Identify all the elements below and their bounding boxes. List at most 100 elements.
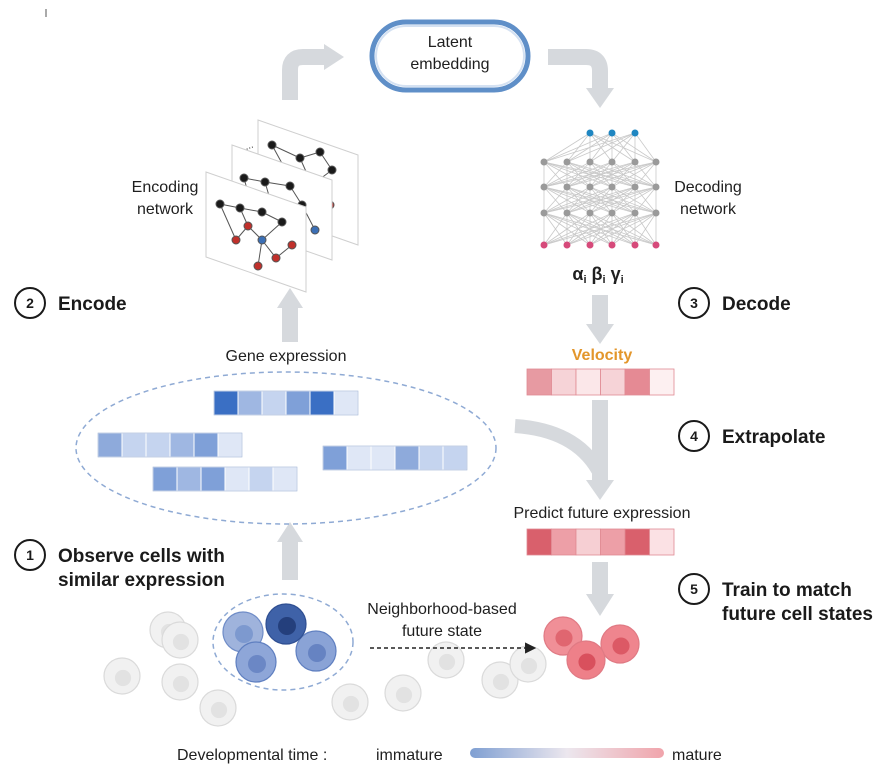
decoder-edge (543, 186, 568, 214)
gamma-subscript: i (621, 274, 624, 286)
step-1-title-line1: Observe cells with (58, 546, 225, 567)
arrowhead-latent (324, 44, 344, 70)
decoder-node (631, 129, 639, 137)
latent-line2: embedding (410, 56, 489, 73)
decoder-edge (543, 161, 636, 188)
cell (295, 630, 337, 672)
decoder-node (631, 209, 639, 217)
timeline-end-label: mature (672, 747, 722, 764)
expression-cell (145, 432, 171, 458)
decoder-edge (634, 161, 657, 188)
decoder-edge (543, 212, 657, 246)
decoder-node (540, 183, 548, 191)
arrow-to-latent (282, 49, 326, 100)
expression-cell (551, 368, 577, 396)
decoder-node (586, 158, 594, 166)
decoding-network: Decoding network (540, 129, 742, 249)
expression-cell (649, 528, 675, 556)
predict-label: Predict future expression (514, 505, 691, 522)
decoder-edge (543, 212, 613, 246)
timeline-start-label: immature (376, 747, 443, 764)
cell (161, 621, 199, 659)
decoding-label-line1: Decoding (674, 179, 742, 196)
cell (427, 641, 465, 679)
expression-cell (394, 445, 420, 471)
decoder-node (586, 129, 594, 137)
expression-cell (442, 445, 468, 471)
expression-cell (213, 390, 239, 416)
expression-cell (169, 432, 195, 458)
gene-expression-label: Gene expression (226, 348, 347, 365)
decoder-edge (589, 132, 636, 163)
gamma-symbol: γ (611, 264, 621, 284)
step-5-train: 5 Train to match future cell states (678, 573, 873, 625)
step-4-title: Extrapolate (722, 427, 825, 448)
decoder-node (540, 209, 548, 217)
velocity-label: Velocity (572, 347, 633, 364)
expression-cell (575, 528, 601, 556)
neighborhood-ellipse (212, 593, 354, 691)
alpha-subscript: i (583, 274, 586, 286)
step-3-title: Decode (722, 294, 791, 315)
cell (331, 683, 369, 721)
step-1-number: 1 (26, 547, 34, 563)
decoder-node (563, 241, 571, 249)
decoder-node (586, 241, 594, 249)
step-3-decode: 3 Decode (678, 287, 791, 319)
timeline-gradient-bar (470, 748, 664, 758)
decoder-edge (611, 132, 657, 163)
decoder-edge (543, 186, 613, 214)
expression-cell (418, 445, 444, 471)
arrow-from-latent (548, 49, 608, 90)
step-4-extrapolate: 4 Extrapolate (678, 420, 825, 452)
cell-group-ellipse (75, 371, 497, 525)
arrowhead-velocity (586, 324, 614, 344)
cell (265, 603, 307, 645)
neighborhood-label-line2: future state (402, 623, 482, 640)
decoder-node (540, 241, 548, 249)
decoder-edge (566, 132, 636, 163)
expression-cell (346, 445, 372, 471)
expression-cell (526, 528, 552, 556)
expression-cell (551, 528, 577, 556)
expression-cell (322, 445, 348, 471)
decoder-edge (634, 132, 657, 163)
vector-outline (213, 390, 359, 416)
expression-cell (200, 466, 226, 492)
flow-arrow-heads (277, 44, 614, 616)
step-5-title-line2: future cell states (722, 604, 873, 625)
expression-cell (248, 466, 274, 492)
decoder-edge (566, 186, 657, 214)
arrowhead-cells (586, 594, 614, 616)
predicted-expression-vector (526, 528, 675, 556)
encoding-label-line1: Encoding (132, 179, 199, 196)
decoder-edge (566, 212, 657, 246)
decoder-edge (543, 212, 636, 246)
decoder-node (563, 209, 571, 217)
decoder-node (586, 209, 594, 217)
timeline-label: Developmental time : (177, 747, 327, 764)
arrowhead-encoder (277, 288, 303, 308)
step-5-title-line1: Train to match (722, 580, 852, 601)
future-state-cells (543, 616, 640, 680)
neighborhood-label-line1: Neighborhood-based (367, 601, 516, 618)
expression-vector-right (322, 445, 468, 471)
decoder-edge (611, 212, 657, 246)
decoder-node (652, 241, 660, 249)
background-cells (103, 611, 547, 727)
beta-symbol: β (592, 264, 603, 284)
decoder-node (608, 209, 616, 217)
decoder-node (631, 183, 639, 191)
step-2-encode: 2 Encode (14, 287, 127, 319)
step-5-number: 5 (690, 581, 698, 597)
cell (161, 663, 199, 701)
decoder-edge (589, 161, 657, 188)
step-1-title-line2: similar expression (58, 570, 225, 591)
graph-card-front (205, 171, 307, 293)
decoder-edge (543, 212, 568, 246)
expression-cell (261, 390, 287, 416)
cell (199, 689, 237, 727)
beta-subscript: i (603, 274, 606, 286)
vector-outline (97, 432, 243, 458)
decoder-node (652, 158, 660, 166)
